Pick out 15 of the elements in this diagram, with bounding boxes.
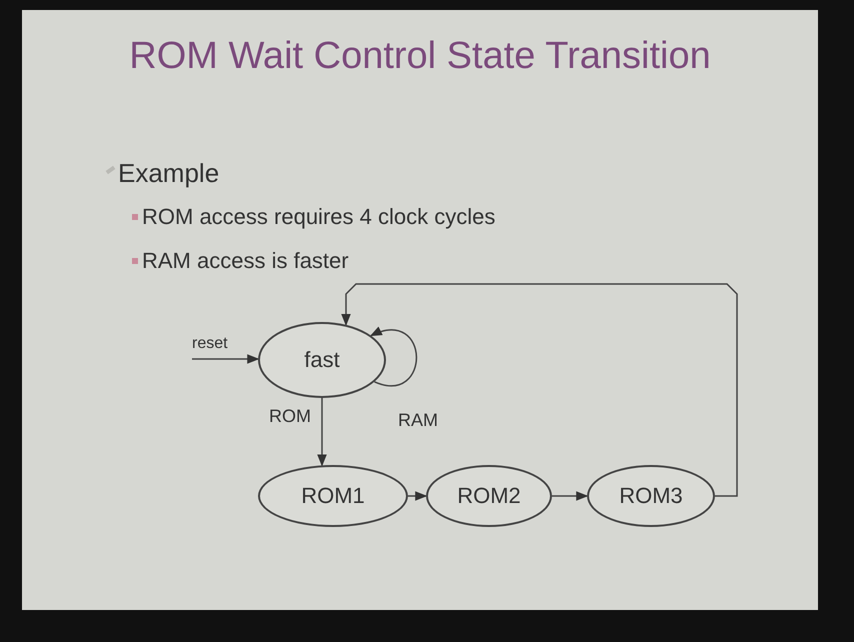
bullet-text: RAM access is faster — [142, 248, 349, 274]
bullet-text: ROM access requires 4 clock cycles — [142, 204, 496, 230]
state-name: ROM2 — [457, 483, 521, 509]
arrow — [552, 491, 588, 501]
bullet-heading: Example — [118, 158, 220, 189]
arrow — [408, 491, 428, 501]
state-name: ROM3 — [619, 483, 683, 509]
state-name: ROM1 — [301, 483, 365, 509]
state-name: reset — [192, 335, 228, 353]
arrow — [192, 354, 260, 364]
arrow — [370, 327, 418, 386]
arrow — [317, 398, 327, 467]
arrow — [341, 283, 738, 497]
state-name: fast — [304, 347, 340, 373]
slide-title: ROM Wait Control State Transition — [128, 34, 712, 78]
